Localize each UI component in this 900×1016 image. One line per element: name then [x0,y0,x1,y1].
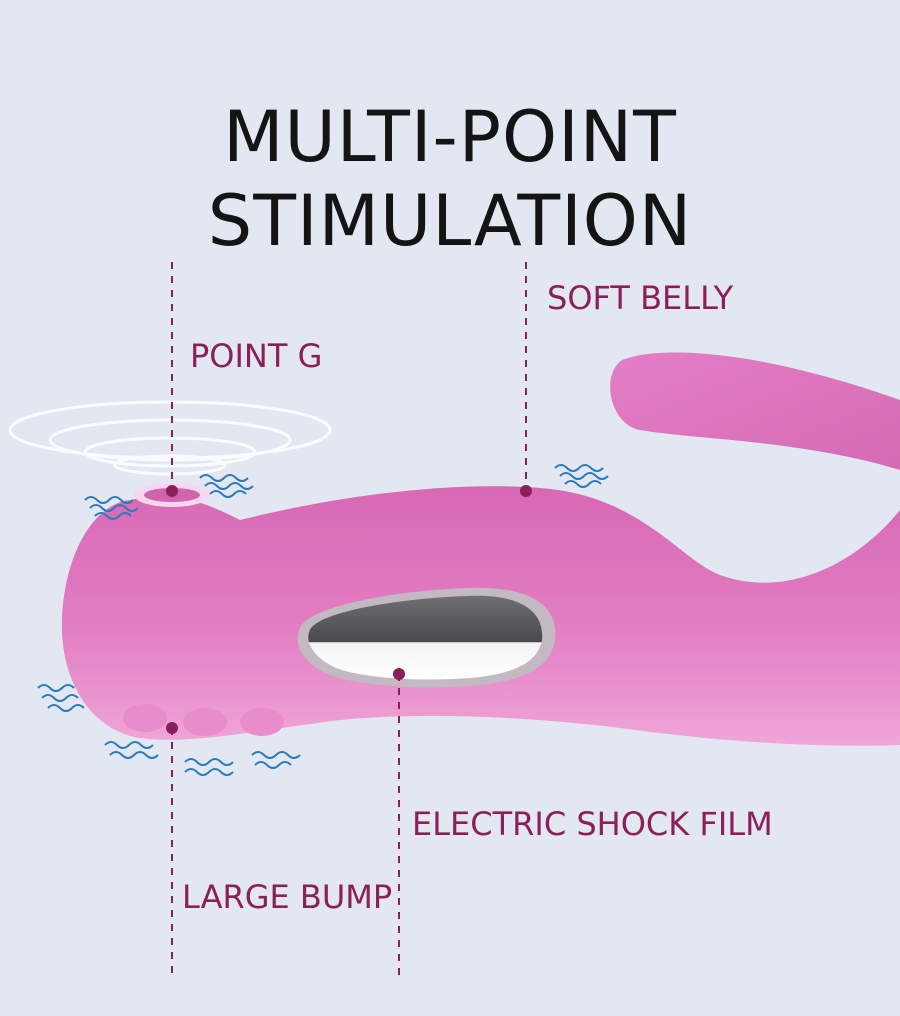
vibration-waves-icon [37,464,609,776]
dot-large-bump [166,722,178,734]
dot-soft-belly [520,485,532,497]
page-title: MULTI-POINT STIMULATION [0,95,900,263]
electric-shock-film-window [297,587,556,688]
callout-label-electric-shock-film: ELECTRIC SHOCK FILM [412,805,773,843]
callout-label-soft-belly: SOFT BELLY [547,279,734,317]
title-line-2: STIMULATION [207,179,693,262]
large-bumps [123,704,284,736]
callout-leader-lines [171,262,527,980]
callout-label-point-g: POINT G [190,337,323,375]
callout-label-large-bump: LARGE BUMP [182,878,393,916]
title-line-1: MULTI-POINT [223,95,677,178]
dot-point-g [166,485,178,497]
suction-rings-icon [8,400,332,476]
tail-arm [610,352,900,470]
dot-electric-shock-film [393,668,405,680]
callout-dots [166,485,532,734]
